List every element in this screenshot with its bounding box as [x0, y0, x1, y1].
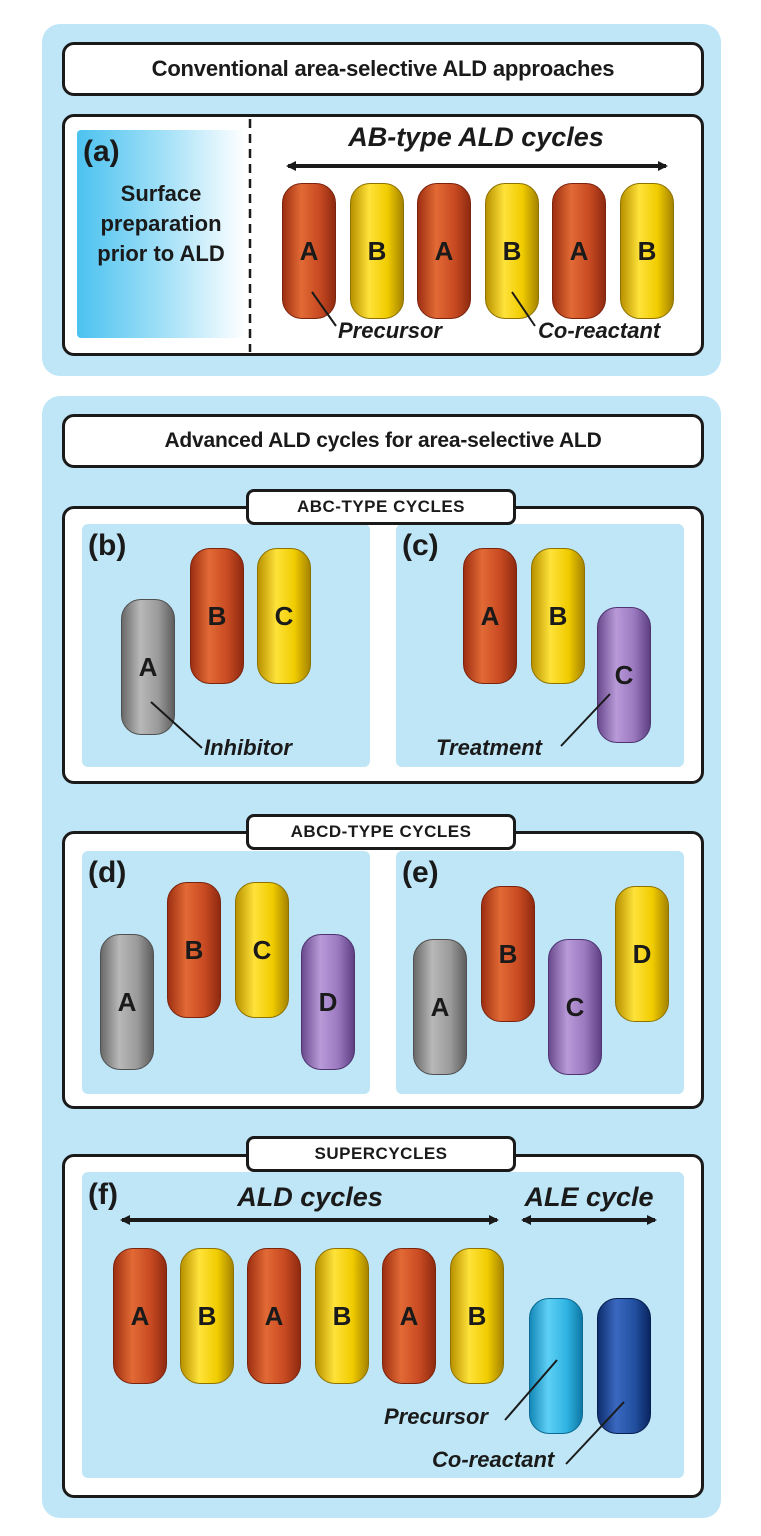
- surface-prep-region: [77, 130, 245, 338]
- pill-b-coreactant: B: [485, 183, 539, 319]
- abcd-tag: ABCD-TYPE CYCLES: [246, 814, 516, 850]
- pill-a-inhibitor: A: [413, 939, 467, 1075]
- pill-c-coreactant: C: [235, 882, 289, 1018]
- treatment-leader: [560, 693, 611, 747]
- pill-a-precursor: A: [247, 1248, 301, 1384]
- ale-coreactant-leader: [565, 1401, 625, 1465]
- pill-b-precursor: B: [190, 548, 244, 684]
- abc-tag: ABC-TYPE CYCLES: [246, 489, 516, 525]
- panel-f-letter: (f): [88, 1178, 118, 1211]
- pill-ale-coreactant: [597, 1298, 651, 1434]
- pill-b-precursor: B: [167, 882, 221, 1018]
- surface-prep-text-1: Surface: [120, 181, 202, 206]
- pill-b-coreactant: B: [180, 1248, 234, 1384]
- ald-cycles-label: ALD cycles: [237, 1182, 383, 1212]
- pill-b-coreactant: B: [450, 1248, 504, 1384]
- precursor-leader: [311, 291, 337, 327]
- pill-a-precursor: A: [282, 183, 336, 319]
- pill-a-inhibitor: A: [100, 934, 154, 1070]
- ale-precursor-label: Precursor: [384, 1404, 488, 1429]
- pill-b-coreactant: B: [531, 548, 585, 684]
- precursor-label: Precursor: [338, 318, 442, 343]
- pill-d-coreactant: D: [615, 886, 669, 1022]
- pill-b-coreactant: B: [620, 183, 674, 319]
- pill-d-treatment: D: [301, 934, 355, 1070]
- panel-c-letter: (c): [402, 529, 439, 562]
- ale-coreactant-label: Co-reactant: [432, 1447, 555, 1472]
- advanced-title: Advanced ALD cycles for area-selective A…: [62, 414, 704, 468]
- panel-a-letter: (a): [83, 135, 120, 168]
- treatment-label: Treatment: [436, 735, 542, 760]
- panel-b-letter: (b): [88, 529, 127, 562]
- pill-b-coreactant: B: [350, 183, 404, 319]
- pill-a-precursor: A: [113, 1248, 167, 1384]
- pill-a-precursor: A: [552, 183, 606, 319]
- ale-cycle-label: ALE cycle: [524, 1182, 654, 1212]
- conventional-title: Conventional area-selective ALD approach…: [62, 42, 704, 96]
- inhibitor-label: Inhibitor: [204, 735, 292, 760]
- panel-d-letter: (d): [88, 856, 127, 889]
- ab-cycles-label: AB-type ALD cycles: [348, 122, 604, 152]
- coreactant-label: Co-reactant: [538, 318, 661, 343]
- pill-c-coreactant: C: [257, 548, 311, 684]
- surface-prep-text-2: preparation: [100, 211, 222, 236]
- pill-c-treatment: C: [548, 939, 602, 1075]
- pill-c-treatment: C: [597, 607, 651, 743]
- ale-precursor-leader: [504, 1359, 558, 1421]
- pill-a-inhibitor: A: [121, 599, 175, 735]
- surface-prep-text-3: prior to ALD: [97, 241, 225, 266]
- coreactant-leader: [511, 291, 536, 327]
- pill-ale-precursor: [529, 1298, 583, 1434]
- pill-a-precursor: A: [417, 183, 471, 319]
- panel-e-letter: (e): [402, 856, 439, 889]
- pill-a-precursor: A: [463, 548, 517, 684]
- pill-b-coreactant: B: [315, 1248, 369, 1384]
- pill-a-precursor: A: [382, 1248, 436, 1384]
- pill-b-precursor: B: [481, 886, 535, 1022]
- supercycles-tag: SUPERCYCLES: [246, 1136, 516, 1172]
- inhibitor-leader: [150, 701, 203, 749]
